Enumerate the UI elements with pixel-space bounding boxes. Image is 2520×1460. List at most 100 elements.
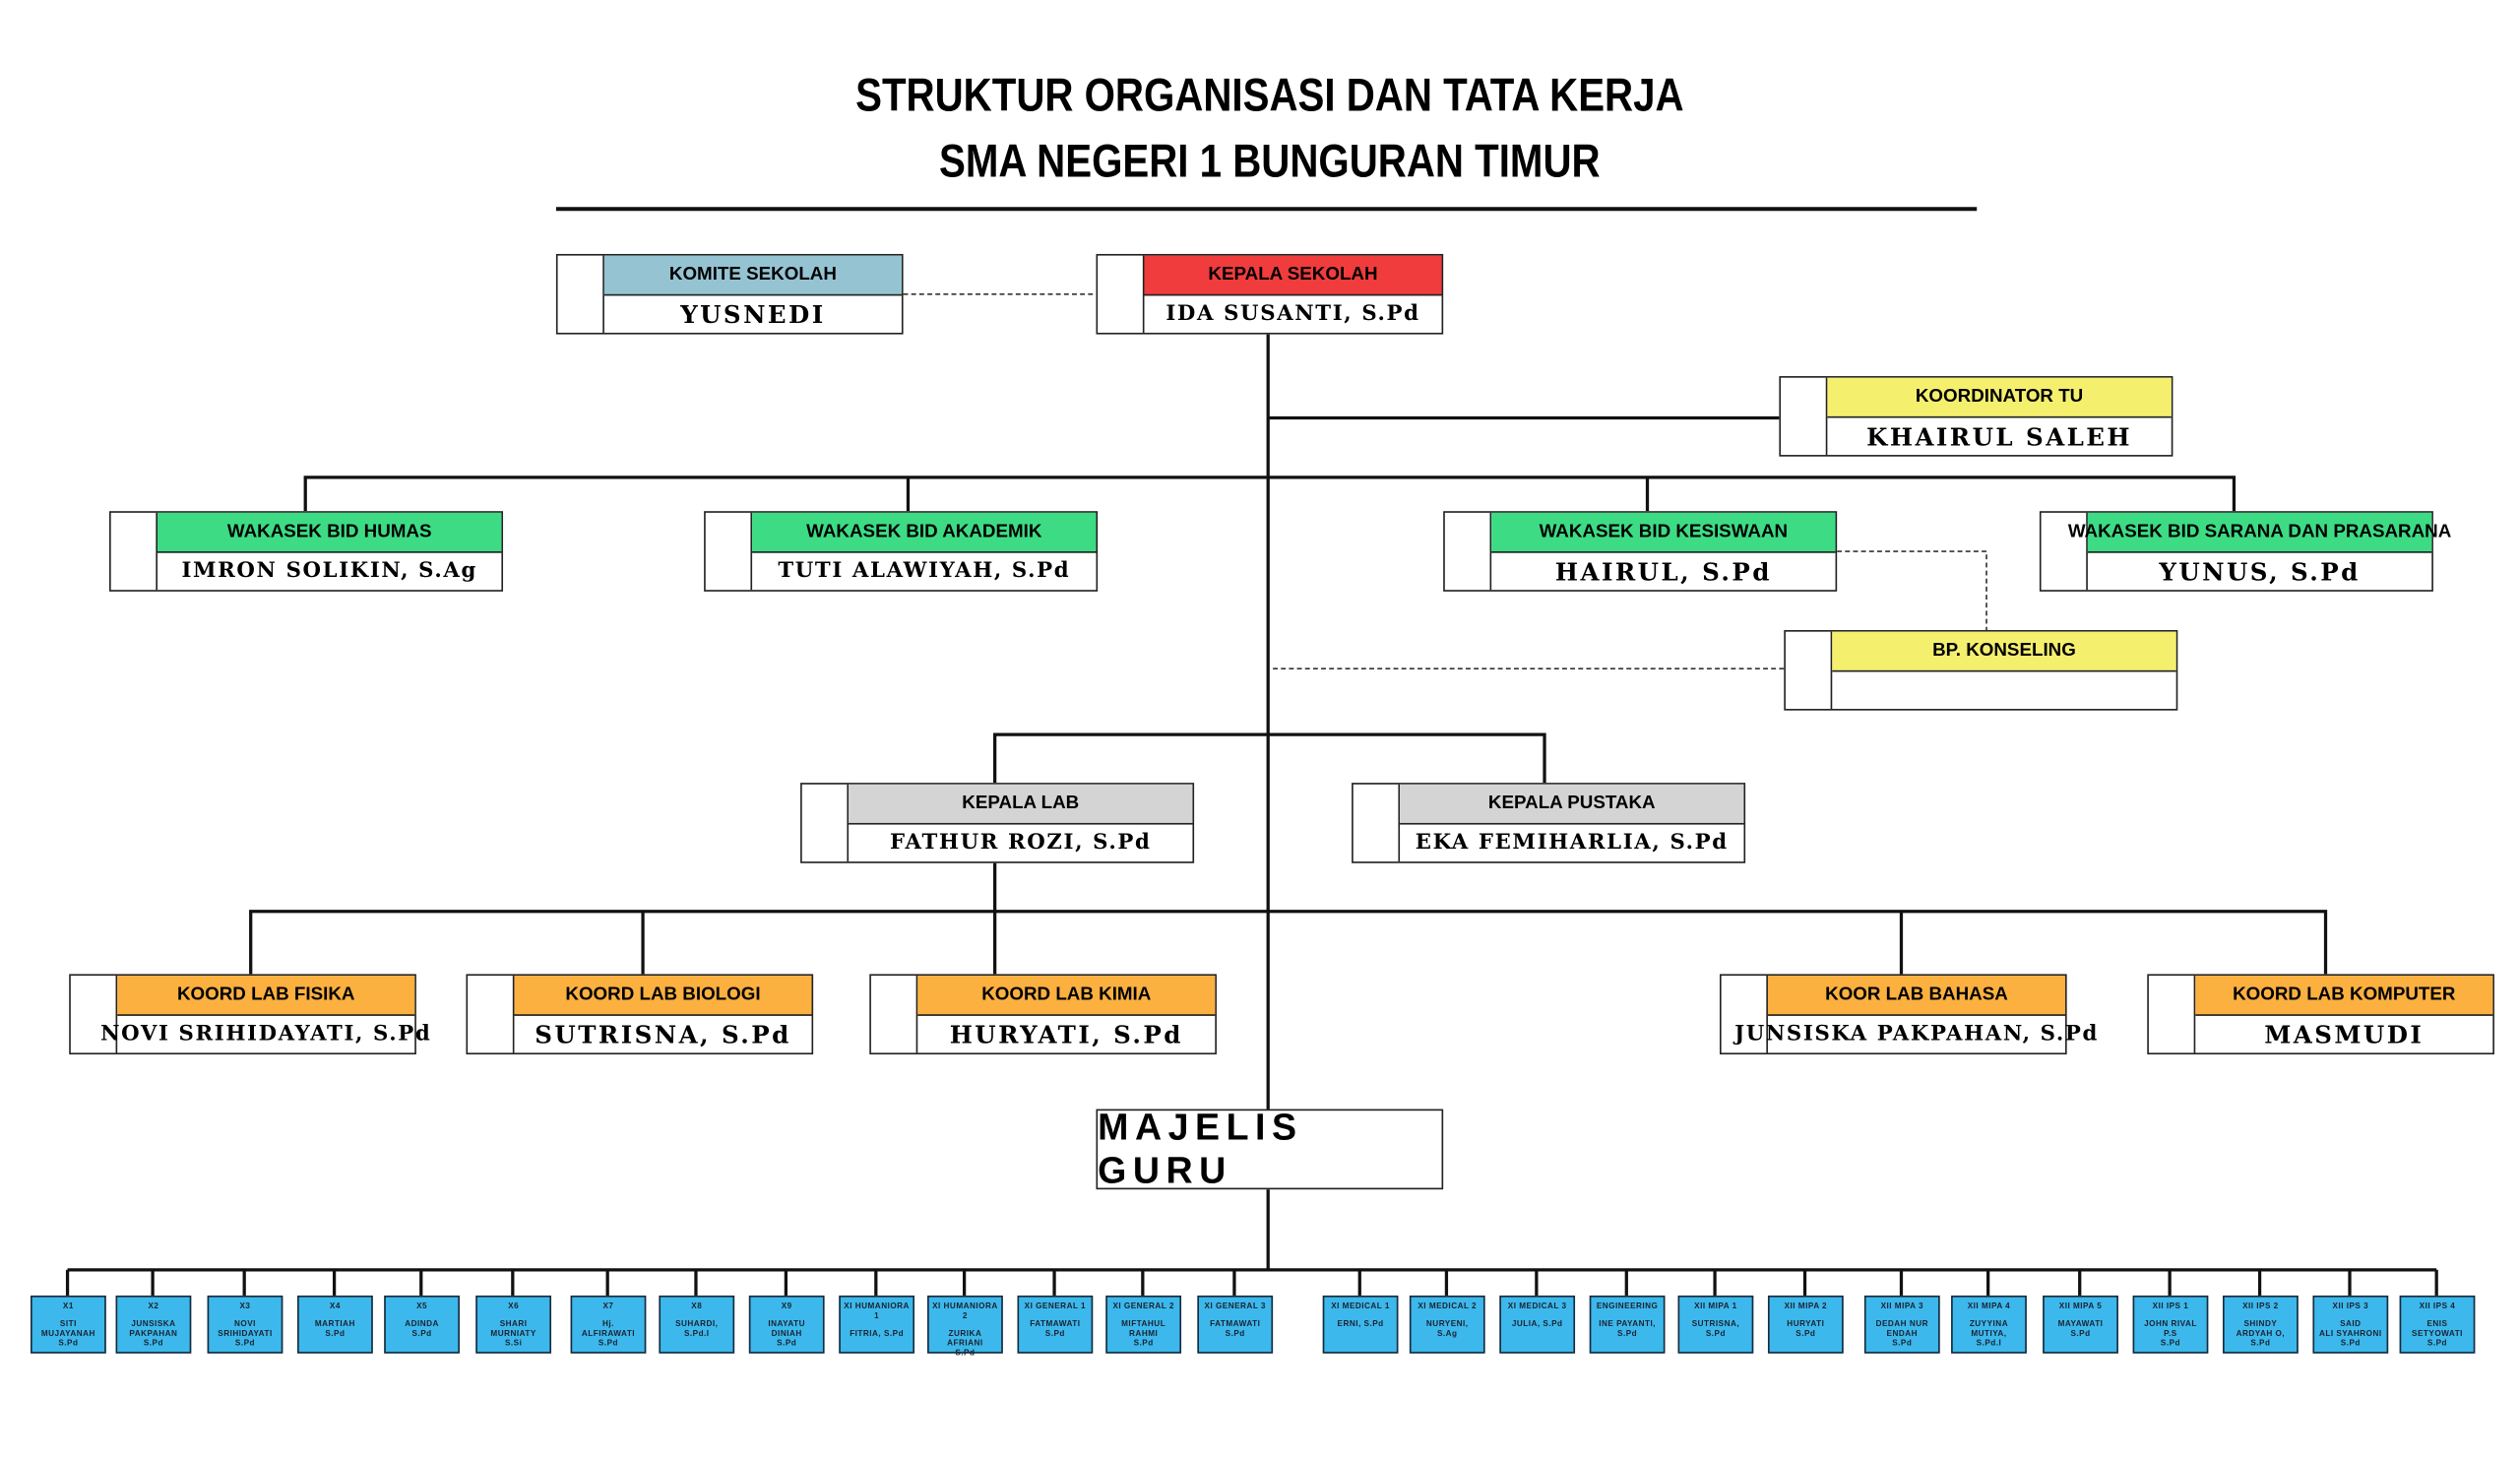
photo-placeholder	[1098, 255, 1145, 333]
position-holder-name: IDA SUSANTI, S.Pd	[1166, 301, 1420, 327]
photo-placeholder	[1786, 631, 1833, 710]
homeroom-teacher: JOHN RIVAL P.S S.Pd	[2144, 1319, 2197, 1349]
class-name: XI MEDICAL 3	[1507, 1301, 1567, 1312]
position-role: KOOR LAB BAHASA	[1767, 976, 2066, 1016]
position-role: WAKASEK BID SARANA DAN PRASARANA	[2068, 512, 2451, 553]
class-name: XI MEDICAL 1	[1331, 1301, 1390, 1312]
class-name: XI MEDICAL 2	[1418, 1301, 1478, 1312]
photo-placeholder	[111, 512, 158, 591]
class-name: XI HUMANIORA 1	[844, 1301, 910, 1322]
photo-placeholder	[558, 255, 604, 333]
class-name: X3	[239, 1301, 251, 1312]
class-box: XI HUMANIORA 2 ZURIKA AFRIANI S.Pd	[927, 1295, 1003, 1359]
class-box: XI GENERAL 2 MIFTAHUL RAHMI S.Pd	[1105, 1295, 1182, 1354]
photo-placeholder	[2042, 512, 2088, 591]
photo-placeholder	[1781, 377, 1828, 456]
photo-placeholder	[706, 512, 753, 591]
class-box: XII MIPA 2 HURYATI S.Pd	[1767, 1295, 1844, 1354]
class-name: XII MIPA 3	[1880, 1301, 1924, 1312]
position-role: KOMITE SEKOLAH	[603, 255, 902, 296]
homeroom-teacher: MAYAWATI S.Pd	[2057, 1319, 2104, 1340]
position-role: KEPALA SEKOLAH	[1144, 255, 1442, 296]
class-box: XI MEDICAL 1 ERNI, S.Pd	[1322, 1295, 1399, 1354]
position-role: KEPALA LAB	[849, 784, 1193, 825]
class-name: X9	[781, 1301, 792, 1312]
homeroom-teacher: HURYATI S.Pd	[1787, 1319, 1825, 1340]
position-role: WAKASEK BID HUMAS	[158, 512, 502, 553]
homeroom-teacher: MARTIAH S.Pd	[314, 1319, 355, 1340]
class-name: XII IPS 4	[2419, 1301, 2456, 1312]
class-box: XII IPS 1 JOHN RIVAL P.S S.Pd	[2132, 1295, 2209, 1354]
homeroom-teacher: ZURIKA AFRIANI S.Pd	[947, 1329, 983, 1359]
position-holder-name: YUNUS, S.Pd	[2159, 556, 2361, 587]
photo-placeholder	[468, 976, 515, 1053]
photo-placeholder	[802, 784, 850, 862]
homeroom-teacher: FATMAWATI S.Pd	[1210, 1319, 1261, 1340]
homeroom-teacher: INAYATU DINIAH S.Pd	[768, 1319, 806, 1349]
position-holder-name: KHAIRUL SALEH	[1866, 421, 2133, 451]
class-name: XI GENERAL 2	[1112, 1301, 1174, 1312]
position-holder-name: YUSNEDI	[680, 299, 826, 329]
photo-placeholder	[71, 976, 118, 1053]
position-holder-name: NOVI SRIHIDAYATI, S.Pd	[100, 1022, 432, 1047]
position-role: WAKASEK BID KESISWAAN	[1491, 512, 1836, 553]
class-box: XI GENERAL 1 FATMAWATI S.Pd	[1017, 1295, 1094, 1354]
homeroom-teacher: SHARI MURNIATY S.Si	[490, 1319, 536, 1349]
homeroom-teacher: FITRIA, S.Pd	[850, 1329, 905, 1340]
class-name: X4	[329, 1301, 341, 1312]
position-box-pustaka: KEPALA PUSTAKA EKA FEMIHARLIA, S.Pd	[1352, 783, 1746, 863]
homeroom-teacher: SUTRISNA, S.Pd	[1691, 1319, 1740, 1340]
position-holder-name: FATHUR ROZI, S.Pd	[890, 831, 1152, 856]
majelis-guru-box: MAJELIS GURU	[1096, 1106, 1444, 1191]
homeroom-teacher: NURYENI, S.Ag	[1425, 1319, 1469, 1340]
class-name: XI HUMANIORA 2	[932, 1301, 998, 1322]
class-name: X8	[691, 1301, 703, 1312]
homeroom-teacher: JUNSISKA PAKPAHAN S.Pd	[129, 1319, 178, 1349]
homeroom-teacher: SAID ALI SYAHRONI S.Pd	[2318, 1319, 2382, 1349]
class-name: X2	[148, 1301, 159, 1312]
position-holder-name: EKA FEMIHARLIA, S.Pd	[1415, 831, 1729, 856]
position-holder-name: TUTI ALAWIYAH, S.Pd	[778, 559, 1071, 584]
homeroom-teacher: Hj. ALFIRAWATI S.Pd	[581, 1319, 636, 1349]
chart-title-line2: SMA NEGERI 1 BUNGURAN TIMUR	[939, 136, 1601, 189]
homeroom-teacher: MIFTAHUL RAHMI S.Pd	[1121, 1319, 1166, 1349]
position-holder-name: MASMUDI	[2264, 1019, 2425, 1049]
class-name: XII IPS 1	[2152, 1301, 2189, 1312]
class-box: XI HUMANIORA 1 FITRIA, S.Pd	[839, 1295, 915, 1354]
homeroom-teacher: ADINDA S.Pd	[405, 1319, 439, 1340]
class-name: XII MIPA 2	[1784, 1301, 1828, 1312]
position-role: KOORD LAB KIMIA	[917, 976, 1216, 1016]
position-holder-name: HAIRUL, S.Pd	[1554, 556, 1772, 587]
photo-placeholder	[2149, 976, 2196, 1053]
homeroom-teacher: ERNI, S.Pd	[1337, 1319, 1384, 1330]
position-role: KOORD LAB KOMPUTER	[2195, 976, 2493, 1016]
chart-title-line1: STRUKTUR ORGANISASI DAN TATA KERJA	[855, 70, 1684, 123]
homeroom-teacher: FATMAWATI S.Pd	[1030, 1319, 1081, 1340]
position-box-lab: KEPALA LAB FATHUR ROZI, S.Pd	[800, 783, 1195, 863]
class-name: XI GENERAL 1	[1024, 1301, 1087, 1312]
position-role: KEPALA PUSTAKA	[1400, 784, 1744, 825]
homeroom-teacher: JULIA, S.Pd	[1511, 1319, 1563, 1330]
position-holder-name: SUTRISNA, S.Pd	[535, 1019, 791, 1049]
